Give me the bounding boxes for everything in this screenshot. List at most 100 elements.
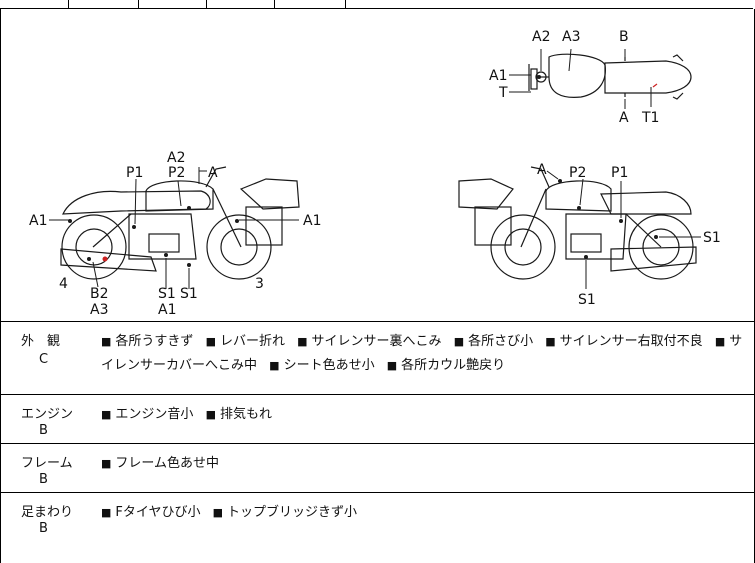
condition-items: ■各所うすきず ■レバー折れ ■サイレンサー裏へこみ ■各所さび小 ■サイレンサ… <box>101 330 751 378</box>
right-view-leader-lines <box>546 170 701 289</box>
rear-wheel <box>61 214 127 280</box>
bullet-square-icon: ■ <box>101 335 112 348</box>
label-left-p1: P1 <box>126 165 143 181</box>
engine-cover <box>570 233 602 253</box>
header-cell <box>206 0 207 8</box>
condition-row-engine: エンジン B ■エンジン音小 ■排気もれ <box>1 394 754 443</box>
label-left-a3: A3 <box>90 302 108 318</box>
condition-row-frame: フレーム B ■フレーム色あせ中 <box>1 443 754 492</box>
condition-item: サイレンサー裏へこみ <box>311 334 442 349</box>
label-top-a2: A2 <box>532 29 550 45</box>
seat-top <box>604 60 692 94</box>
label-top-b: B <box>619 29 629 45</box>
front-fairing <box>458 178 514 210</box>
condition-row-exterior: 外 観 C ■各所うすきず ■レバー折れ ■サイレンサー裏へこみ ■各所さび小 … <box>1 321 754 394</box>
condition-item: 排気もれ <box>219 407 272 422</box>
label-left-4: 4 <box>59 276 68 292</box>
label-left-a1-engine: A1 <box>158 302 176 318</box>
bullet-square-icon: ■ <box>545 335 556 348</box>
header-cell <box>68 0 69 8</box>
condition-item: エンジン音小 <box>115 407 194 422</box>
label-top-a: A <box>619 110 629 126</box>
label-left-a: A <box>208 165 218 181</box>
condition-item: Fタイヤひび小 <box>115 505 201 520</box>
fuel-tank-side <box>545 180 612 212</box>
front-wheel <box>490 214 556 280</box>
category-label: 外 観 <box>21 334 61 349</box>
condition-item: 各所カウル艶戻り <box>401 358 506 373</box>
motorcycle-diagram-svg: A2 A3 B A1 T A T1 <box>29 29 721 318</box>
front-fairing <box>239 178 300 210</box>
label-right-p2: P2 <box>569 165 586 181</box>
front-fork <box>212 188 242 248</box>
seat-side <box>600 191 692 215</box>
damage-diagram: A2 A3 B A1 T A T1 <box>0 9 755 321</box>
motorcycle-top-view <box>528 53 692 100</box>
label-left-a1-front: A1 <box>303 213 321 229</box>
category-label: 足まわり <box>21 505 74 520</box>
label-left-3: 3 <box>255 276 264 292</box>
bullet-square-icon: ■ <box>386 359 398 372</box>
condition-item: シート色あせ小 <box>283 358 375 373</box>
condition-item: 各所うすきず <box>115 334 194 349</box>
condition-item: サイレンサーカバーへこみ中 <box>101 334 743 373</box>
category-label: エンジン <box>21 407 74 422</box>
label-left-a2: A2 <box>167 150 185 166</box>
damage-mark <box>102 256 108 262</box>
condition-items: ■Fタイヤひび小 ■トップブリッジきず小 <box>101 501 751 525</box>
bullet-square-icon: ■ <box>269 359 280 372</box>
motorcycle-right-view <box>458 166 697 280</box>
right-view-markers <box>558 179 658 259</box>
exhaust <box>610 246 697 272</box>
header-cell <box>274 0 275 8</box>
label-right-s1-engine: S1 <box>578 292 596 308</box>
label-left-a1-rear: A1 <box>29 213 47 229</box>
fuel-tank-side <box>145 180 214 212</box>
condition-items: ■フレーム色あせ中 <box>101 452 751 476</box>
header-cell <box>345 0 346 8</box>
label-right-a: A <box>537 162 547 178</box>
front-fork <box>520 188 547 248</box>
grade-value: C <box>39 352 49 367</box>
condition-table: 外 観 C ■各所うすきず ■レバー折れ ■サイレンサー裏へこみ ■各所さび小 … <box>0 321 755 563</box>
damage-mark <box>652 83 658 88</box>
engine-block <box>128 213 197 260</box>
grade-value: B <box>39 423 48 438</box>
swingarm <box>625 213 662 248</box>
grade-value: B <box>39 472 48 487</box>
bullet-square-icon: ■ <box>101 457 112 470</box>
bullet-square-icon: ■ <box>101 408 112 421</box>
bullet-square-icon: ■ <box>205 335 216 348</box>
rear-indicator <box>672 54 684 62</box>
rear-indicator <box>672 92 684 100</box>
label-right-p1: P1 <box>611 165 628 181</box>
bullet-square-icon: ■ <box>297 335 308 348</box>
header-strip <box>0 0 753 9</box>
header-cell <box>138 0 139 8</box>
label-top-t: T <box>498 85 508 101</box>
bullet-square-icon: ■ <box>205 408 216 421</box>
condition-item: サイレンサー右取付不良 <box>559 334 703 349</box>
left-view-leader-lines <box>49 167 299 289</box>
label-left-s1: S1 <box>158 286 176 302</box>
front-hub <box>220 228 258 266</box>
label-left-p2: P2 <box>168 165 185 181</box>
condition-item: レバー折れ <box>219 334 285 349</box>
front-hub <box>504 228 542 266</box>
label-top-a3: A3 <box>562 29 580 45</box>
label-top-t1: T1 <box>641 110 659 126</box>
label-left-s1-b: S1 <box>180 286 198 302</box>
bullet-square-icon: ■ <box>101 506 112 519</box>
label-right-s1-rear: S1 <box>703 230 721 246</box>
label-top-a1: A1 <box>489 68 507 84</box>
condition-row-suspension: 足まわり B ■Fタイヤひび小 ■トップブリッジきず小 <box>1 492 754 563</box>
handlebar-side <box>530 166 550 188</box>
bullet-square-icon: ■ <box>453 335 465 348</box>
front-wheel <box>206 214 272 280</box>
damage-dot <box>537 75 541 79</box>
condition-items: ■エンジン音小 ■排気もれ <box>101 403 751 427</box>
exhaust <box>60 248 157 272</box>
fuel-tank-top <box>548 53 606 98</box>
handlebar-side <box>205 166 227 188</box>
